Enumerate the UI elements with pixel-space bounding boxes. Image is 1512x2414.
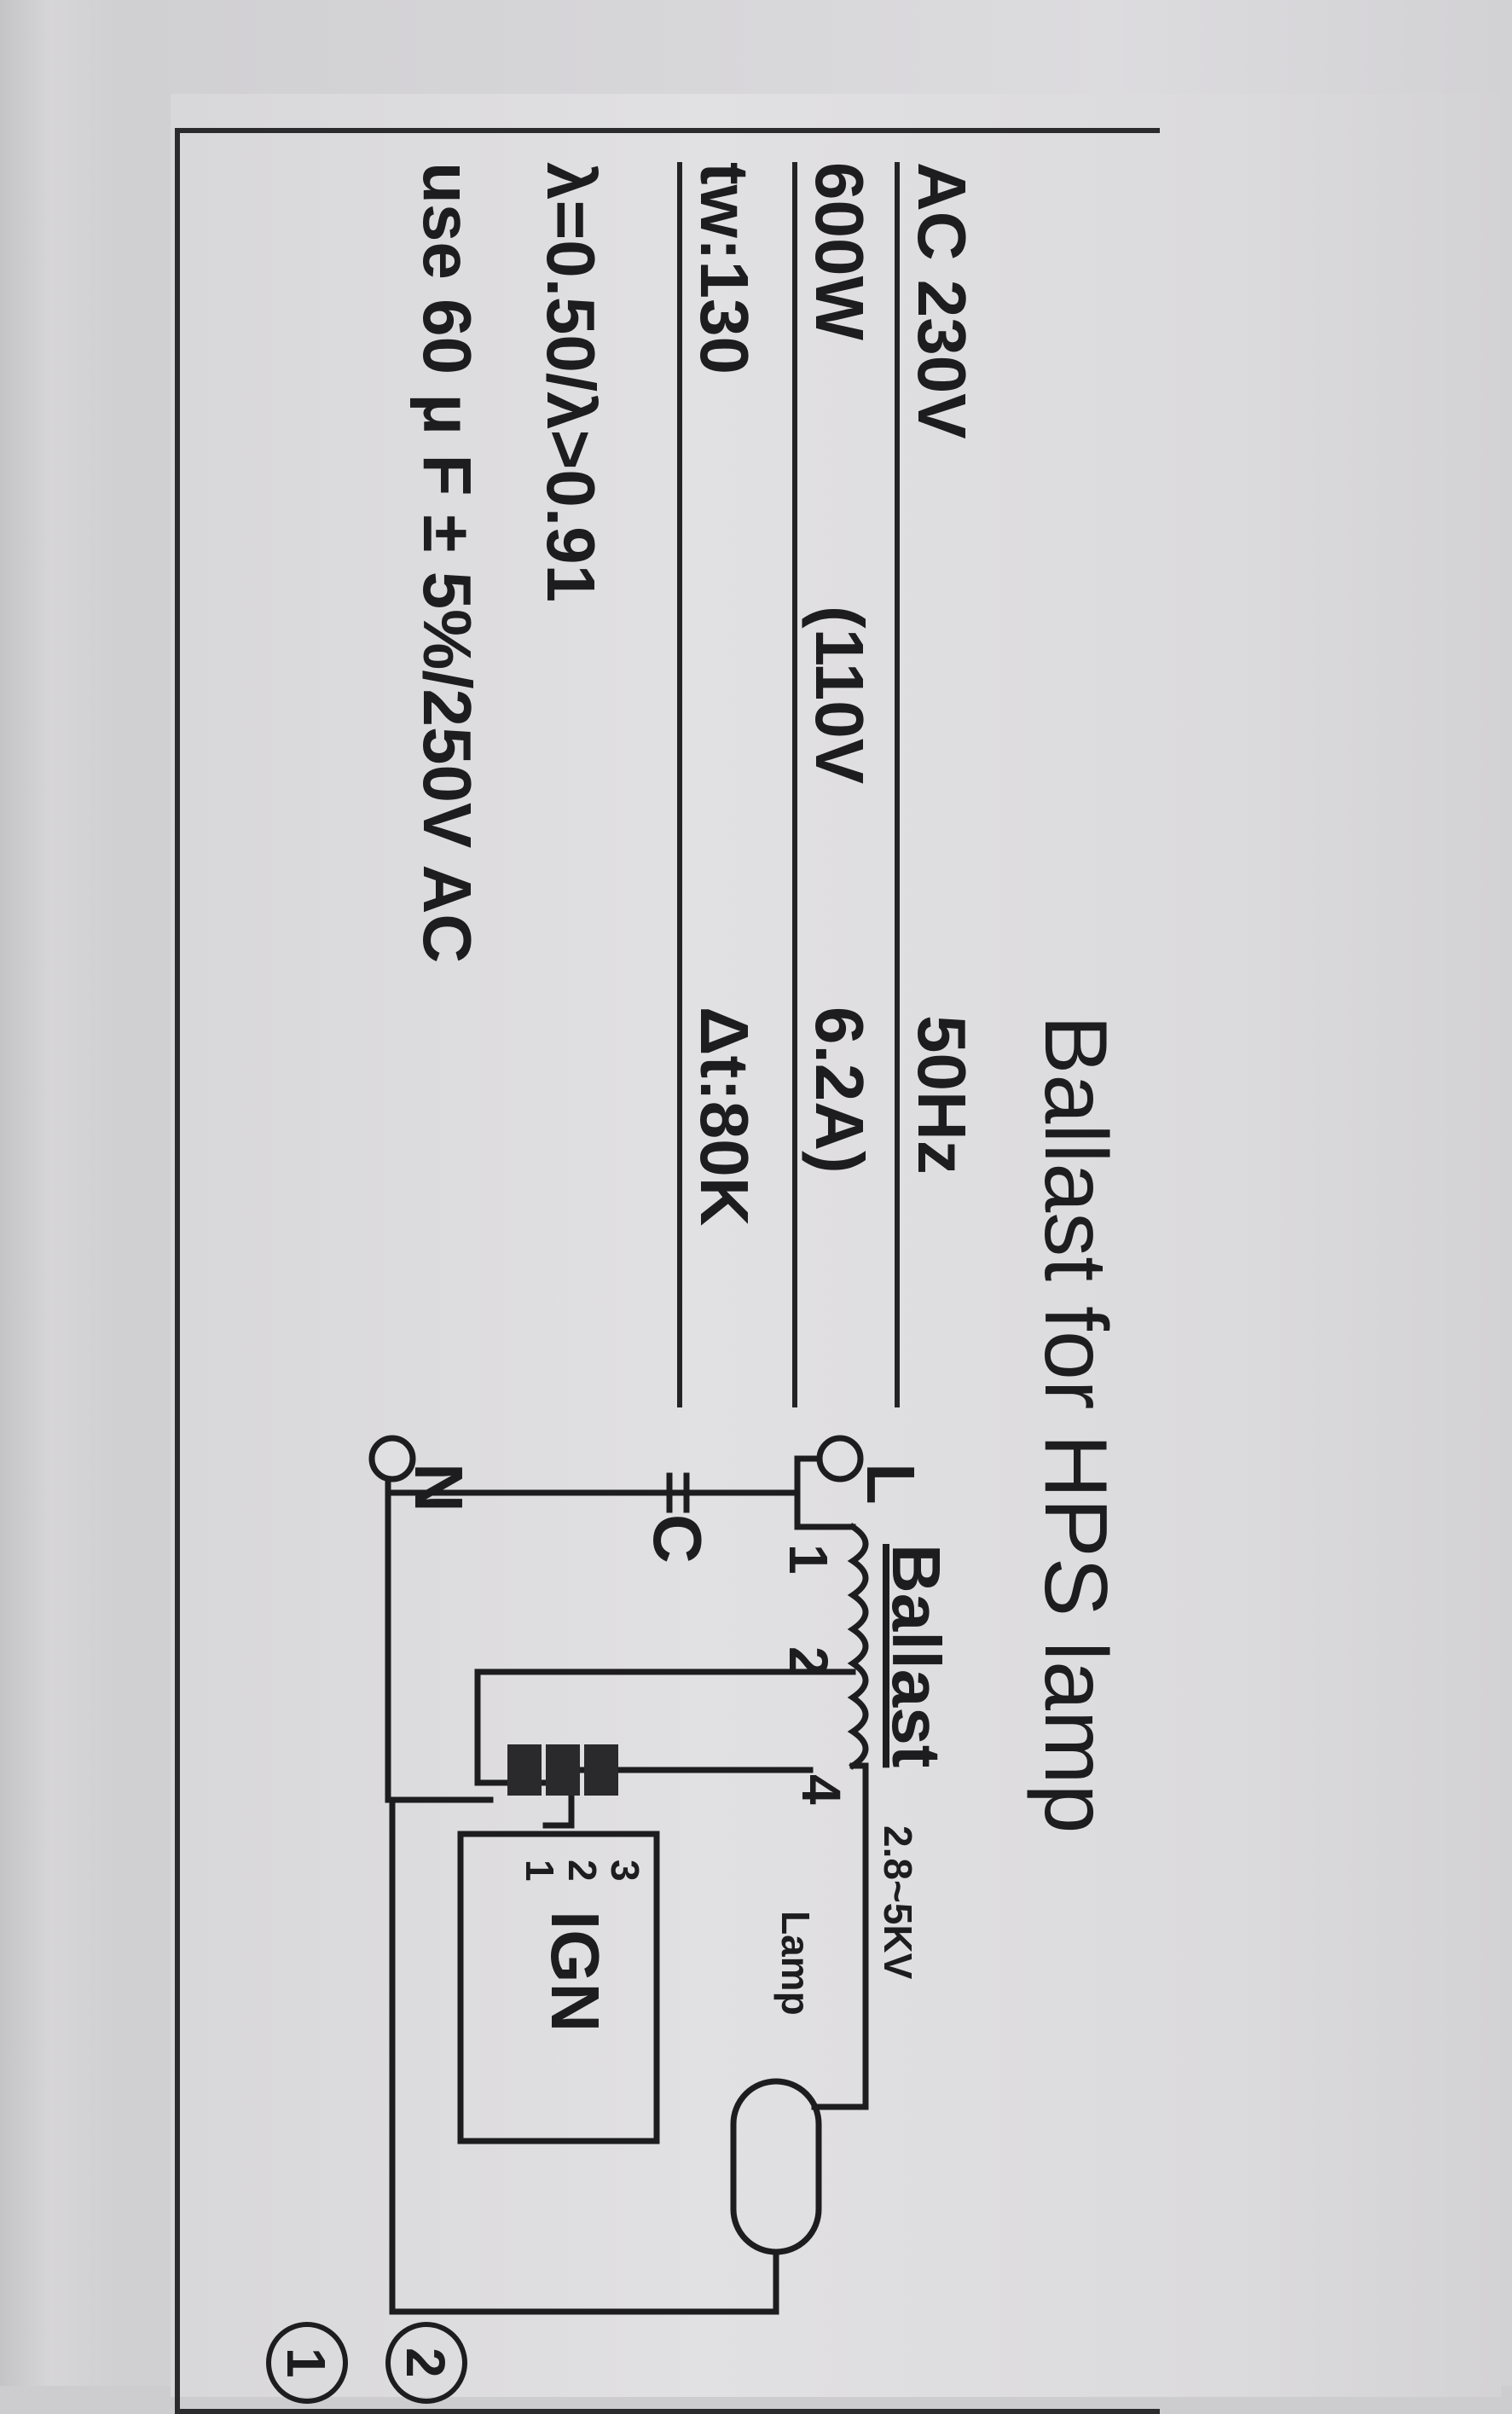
terminal-n-label: N [401, 1463, 477, 1512]
ign-pin-3-block [584, 1744, 618, 1796]
ballast-label-content: Ballast for HPS lamp AC 230V 50Hz 600W (… [179, 128, 1160, 2404]
ign-pin-2-block [546, 1744, 580, 1796]
terminal-n-circle [368, 1435, 416, 1483]
line-tap4-to-ign [542, 1767, 814, 1829]
terminal-l-circle [816, 1435, 864, 1483]
ballast-label: Ballast [878, 1544, 954, 1768]
circled-1-number: 1 [275, 2347, 337, 2378]
ign-pin-1-block [507, 1744, 542, 1796]
ballast-tap-2: 2 [778, 1646, 839, 1677]
terminal-l-label: L [853, 1463, 929, 1505]
line-ballast-to-lamp [811, 1762, 869, 2110]
ignition-voltage-label: 2.8~5KV [876, 1825, 920, 1980]
ignitor-label: IGN [537, 1911, 613, 2033]
lamp-label: Lamp [773, 1911, 818, 2016]
ballast-coil [847, 1523, 869, 1770]
ballast-tap-1: 1 [778, 1544, 839, 1575]
wiring-diagram [266, 1435, 869, 2404]
ignitor-pin-3: 3 [603, 1860, 647, 1882]
ignitor-pin-1: 1 [518, 1860, 562, 1882]
ignitor-pin-2: 2 [560, 1860, 605, 1882]
ignitor-box [457, 1831, 660, 2144]
ballast-tap-4: 4 [791, 1774, 852, 1805]
capacitor-label: C [640, 1514, 715, 1564]
line-lamp-return [389, 1796, 779, 2315]
circled-2-number: 2 [395, 2347, 456, 2378]
lamp-symbol [730, 2078, 822, 2255]
